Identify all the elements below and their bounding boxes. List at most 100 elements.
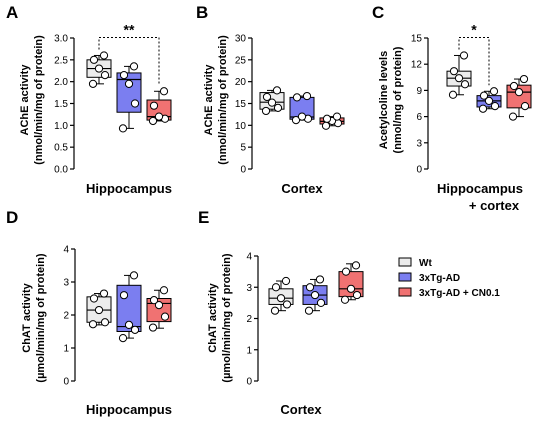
y-tick-label: 3 — [246, 283, 252, 294]
y-tick-label: 0 — [240, 165, 246, 176]
data-point-3xtg-ad — [478, 104, 488, 113]
panel-a-ylabel-2: (nmol/min/mg of protein) — [33, 35, 45, 165]
data-point-wt — [99, 289, 109, 298]
panel-b-title: Cortex — [281, 181, 323, 196]
y-tick-label: 30 — [235, 34, 247, 45]
data-point-wt — [271, 283, 281, 292]
panel-e: E ChAT activity (µmol/min/mg of protein)… — [198, 208, 322, 417]
data-point-wt — [267, 98, 277, 107]
y-tick-label: 6 — [416, 112, 422, 123]
data-point-3xtg-ad — [316, 298, 326, 307]
data-point-3xtg-ad — [124, 320, 134, 329]
data-point-wt — [454, 74, 464, 83]
y-tick-label: 2 — [246, 314, 252, 325]
data-point-wt — [448, 90, 458, 99]
y-tick-label: 1 — [63, 344, 69, 355]
y-tick-label: 20 — [235, 77, 247, 88]
panel-d-title: Hippocampus — [86, 402, 172, 417]
data-point-3xtg-ad-cn0-1 — [148, 323, 158, 332]
y-tick-label: 5 — [240, 143, 246, 154]
data-point-3xtg-ad — [310, 290, 320, 300]
data-point-3xtg-ad-cn0-1 — [519, 74, 529, 84]
data-point-3xtg-ad-cn0-1 — [148, 116, 158, 126]
y-tick-label: 0 — [246, 377, 252, 388]
legend-swatch-3xtg-ad — [398, 272, 412, 282]
significance-label: ** — [124, 21, 135, 37]
data-point-wt — [449, 67, 459, 76]
data-point-3xtg-ad — [305, 283, 315, 292]
data-point-3xtg-ad-cn0-1 — [159, 286, 169, 295]
legend: Wt 3xTg-AD 3xTg-AD + CN0.1 — [398, 257, 500, 299]
data-point-3xtg-ad-cn0-1 — [332, 112, 342, 121]
data-point-3xtg-ad — [479, 91, 489, 100]
data-point-wt — [282, 300, 292, 309]
panel-d-ylabel-1: ChAT activity — [21, 282, 33, 352]
data-point-3xtg-ad — [119, 71, 129, 80]
panel-a: A AChE activity (nmol/min/mg of protein)… — [6, 3, 172, 196]
data-point-wt — [100, 318, 110, 327]
significance-label: * — [471, 21, 477, 37]
panel-d-ylabel-2: (µmol/min/mg of protein) — [35, 253, 47, 382]
data-point-3xtg-ad-cn0-1 — [514, 88, 524, 97]
y-tick-label: 10 — [235, 121, 247, 132]
data-point-3xtg-ad-cn0-1 — [159, 87, 169, 96]
data-point-wt — [262, 92, 272, 102]
data-point-3xtg-ad-cn0-1 — [160, 312, 170, 321]
legend-label-3xtg-ad: 3xTg-AD — [419, 273, 460, 284]
significance-bracket — [98, 36, 160, 86]
y-tick-label: 3.0 — [54, 34, 68, 45]
data-point-wt — [261, 106, 271, 116]
data-point-3xtg-ad — [124, 79, 134, 88]
panel-c-title-line-1: Hippocampus — [437, 181, 523, 196]
panel-letter-e: E — [198, 208, 209, 227]
data-point-3xtg-ad-cn0-1 — [351, 261, 361, 270]
y-tick-label: 15 — [235, 99, 247, 110]
data-point-3xtg-ad — [119, 291, 129, 300]
data-point-wt — [99, 51, 109, 60]
data-point-wt — [88, 320, 98, 329]
data-point-wt — [276, 294, 286, 303]
y-tick-label: 15 — [411, 34, 423, 45]
y-tick-label: 0 — [63, 377, 69, 388]
data-point-3xtg-ad-cn0-1 — [154, 112, 164, 121]
y-tick-label: 2.0 — [54, 77, 68, 88]
data-point-3xtg-ad — [129, 271, 139, 280]
panel-c-title-line-2: + cortex — [469, 198, 520, 213]
data-point-3xtg-ad-cn0-1 — [154, 301, 164, 310]
data-point-wt — [281, 276, 291, 286]
data-point-3xtg-ad — [130, 325, 140, 334]
data-point-wt — [460, 80, 470, 89]
data-point-3xtg-ad — [291, 115, 301, 125]
panel-b-plot: 0 5 10 15 20 25 30 — [235, 34, 345, 176]
plots-layer: 0.00.51.01.52.02.53.0**05101520253003691… — [54, 21, 532, 388]
data-point-3xtg-ad — [489, 87, 499, 96]
data-point-3xtg-ad-cn0-1 — [509, 81, 519, 91]
data-point-3xtg-ad-cn0-1 — [352, 290, 362, 300]
y-tick-label: 3 — [416, 138, 422, 149]
data-point-3xtg-ad-cn0-1 — [322, 114, 332, 123]
legend-swatch-3xtg-ad-cn01 — [398, 287, 412, 297]
panel-e-ylabel-2: (µmol/min/mg of protein) — [221, 253, 233, 382]
panel-a-ylabel-1: AChE activity — [19, 64, 31, 136]
data-point-wt — [94, 64, 104, 73]
y-tick-label: 4 — [246, 252, 252, 263]
legend-swatch-wt — [398, 257, 412, 267]
panel-c-ylabel-1: Acetylcoline levels — [378, 51, 390, 149]
panel-e-ylabel-1: ChAT activity — [207, 282, 219, 352]
panel-letter-b: B — [196, 3, 208, 22]
legend-label-3xtg-ad-cn01: 3xTg-AD + CN0.1 — [419, 288, 500, 299]
y-tick-label: 25 — [235, 55, 247, 66]
data-point-wt — [100, 71, 110, 80]
panel-letter-c: C — [372, 3, 384, 22]
panel-a-title: Hippocampus — [86, 181, 172, 196]
panel-letter-d: D — [6, 208, 18, 227]
data-point-wt — [273, 103, 283, 112]
y-tick-label: 12 — [411, 60, 423, 71]
data-point-wt — [459, 51, 469, 60]
data-point-wt — [89, 294, 99, 303]
data-point-wt — [270, 306, 280, 315]
y-tick-label: 2.5 — [54, 55, 68, 66]
y-tick-label: 4 — [63, 245, 69, 256]
